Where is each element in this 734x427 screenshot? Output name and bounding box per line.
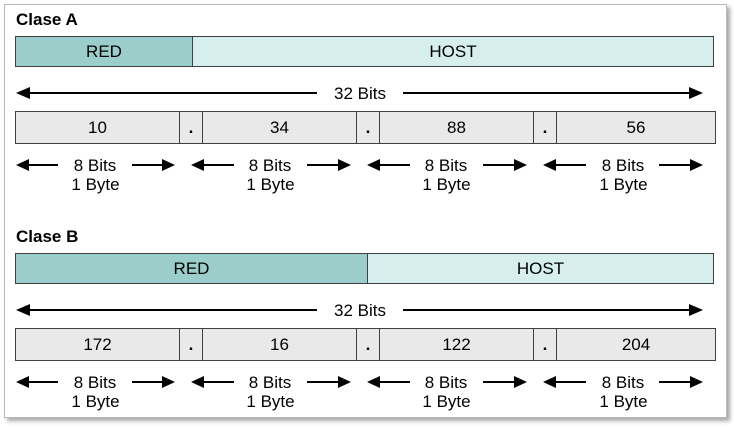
class-b-octet-3: 122	[380, 328, 534, 361]
class-b-octet-2: 16	[203, 328, 357, 361]
class-a-octet-4: 56	[557, 111, 716, 144]
class-b-network-part: RED	[15, 253, 368, 284]
diagram-frame: Clase A RED HOST 32 Bits 10 . 34 . 88 . …	[4, 4, 727, 418]
class-a-octet-3: 88	[380, 111, 534, 144]
class-a-bits-label-4: 8 Bits	[602, 156, 645, 175]
class-a-byte-label-1: 1 Byte	[71, 175, 120, 194]
class-b-byte-label-2: 1 Byte	[246, 392, 295, 411]
class-b-bits-label-4: 8 Bits	[602, 373, 645, 392]
class-a-title: Clase A	[16, 10, 78, 29]
class-b-byte-arrow-2: 8 Bits	[191, 373, 351, 392]
class-a-octets: 10 . 34 . 88 . 56	[15, 111, 716, 144]
class-b-octets: 172 . 16 . 122 . 204	[15, 328, 716, 361]
class-a-byte-label-2: 1 Byte	[246, 175, 295, 194]
class-a-bits-label-3: 8 Bits	[425, 156, 468, 175]
class-a-separator-3: .	[534, 111, 557, 144]
class-a-separator-2: .	[357, 111, 380, 144]
class-b-total-bits-arrow: 32 Bits	[16, 301, 703, 320]
class-a-total-bits-arrow: 32 Bits	[16, 84, 703, 103]
class-a-byte-arrow-3: 8 Bits	[367, 156, 527, 175]
class-a-bits-label-2: 8 Bits	[249, 156, 292, 175]
class-b-bits-label-1: 8 Bits	[74, 373, 117, 392]
class-b-title: Clase B	[16, 227, 79, 246]
class-b-byte-arrow-1: 8 Bits	[16, 373, 175, 392]
class-a-network-part: RED	[15, 36, 193, 67]
class-b-host-part: HOST	[368, 253, 714, 284]
class-a-byte-label-4: 1 Byte	[599, 175, 648, 194]
class-b-bits-label-3: 8 Bits	[425, 373, 468, 392]
class-a-total-bits-label: 32 Bits	[334, 84, 386, 103]
class-b-address-bar: RED HOST	[15, 253, 714, 284]
class-b-byte-label-1: 1 Byte	[71, 392, 120, 411]
class-b-total-bits-label: 32 Bits	[334, 301, 386, 320]
class-a-section: Clase A RED HOST 32 Bits 10 . 34 . 88 . …	[5, 9, 726, 209]
class-a-byte-arrows: 8 Bits 8 Bits 8 Bits 8 Bits	[16, 156, 703, 175]
class-b-byte-arrow-3: 8 Bits	[367, 373, 527, 392]
class-b-separator-3: .	[534, 328, 557, 361]
class-b-separator-2: .	[357, 328, 380, 361]
class-b-byte-arrow-4: 8 Bits	[543, 373, 703, 392]
class-a-separator-1: .	[180, 111, 203, 144]
class-a-octet-2: 34	[203, 111, 357, 144]
class-a-byte-arrow-2: 8 Bits	[191, 156, 351, 175]
class-b-byte-label-3: 1 Byte	[422, 392, 471, 411]
class-b-byte-arrows: 8 Bits 8 Bits 8 Bits 8 Bits	[16, 373, 703, 392]
class-b-section: Clase B RED HOST 32 Bits 172 . 16 . 122 …	[5, 226, 726, 426]
class-a-byte-arrow-4: 8 Bits	[543, 156, 703, 175]
class-a-host-part: HOST	[193, 36, 714, 67]
class-b-octet-1: 172	[15, 328, 180, 361]
class-b-byte-label-4: 1 Byte	[599, 392, 648, 411]
class-b-octet-4: 204	[557, 328, 716, 361]
class-a-byte-label-3: 1 Byte	[422, 175, 471, 194]
class-a-bits-label-1: 8 Bits	[74, 156, 117, 175]
class-a-address-bar: RED HOST	[15, 36, 714, 67]
class-a-octet-1: 10	[15, 111, 180, 144]
class-b-separator-1: .	[180, 328, 203, 361]
class-b-bits-label-2: 8 Bits	[249, 373, 292, 392]
class-a-byte-arrow-1: 8 Bits	[16, 156, 175, 175]
